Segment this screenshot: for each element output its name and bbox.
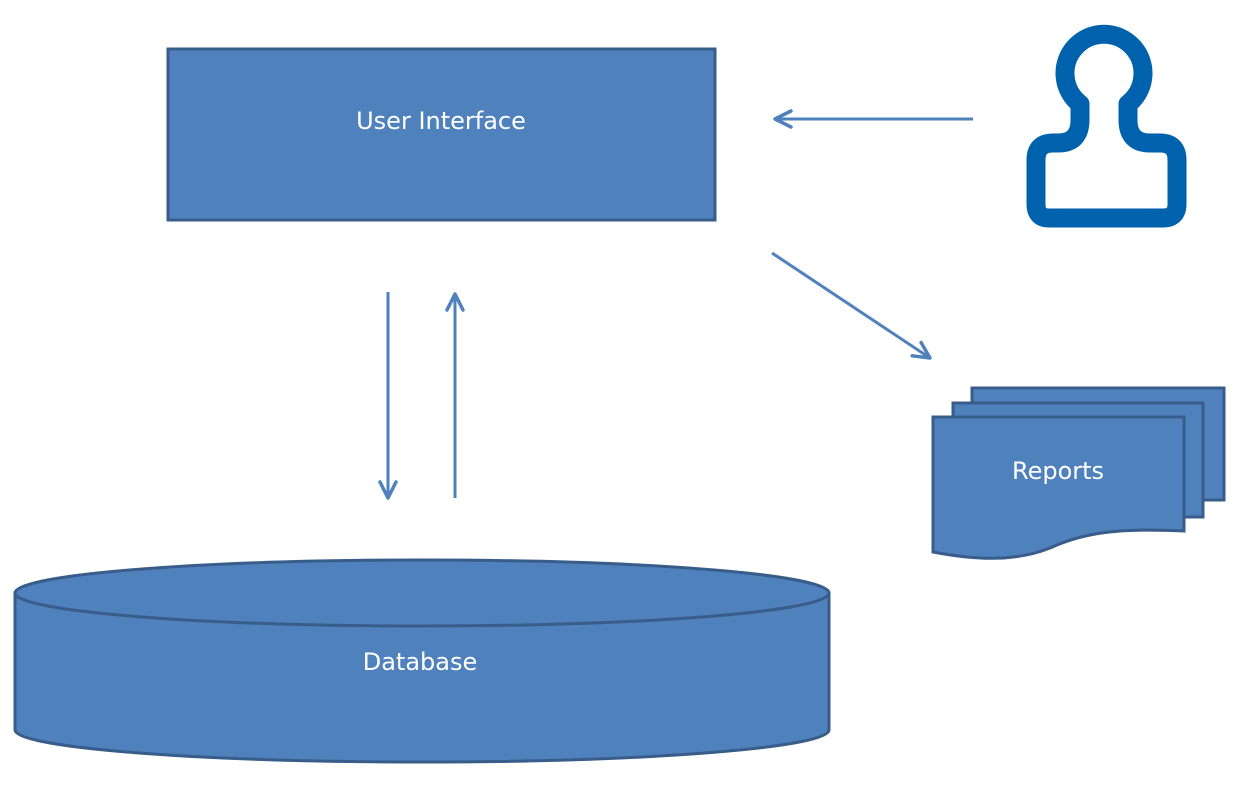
database-node: Database [13,558,831,764]
user-interface-box [166,47,717,222]
reports-label: Reports [1012,457,1104,485]
reports-sheet-front [931,415,1186,560]
user-interface-label: User Interface [356,107,526,135]
user-icon [1026,24,1187,228]
arrow-ui-to-reports [771,251,932,360]
database-label: Database [363,648,478,676]
user-interface-node: User Interface [166,47,717,222]
reports-node: Reports [931,386,1226,560]
database-cylinder-top [13,558,831,628]
database-cylinder-body [13,591,831,764]
